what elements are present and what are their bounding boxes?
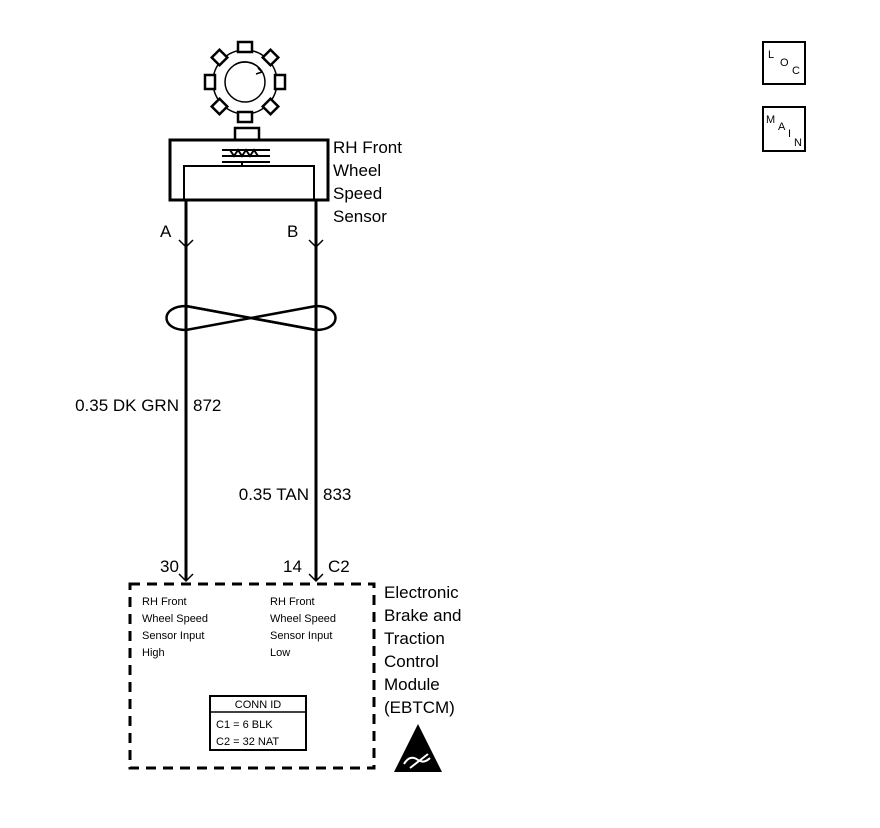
loc-c: C: [792, 65, 800, 77]
connector-c2-label: C2: [328, 557, 350, 576]
connector-id-box: CONN ID C1 = 6 BLK C2 = 32 NAT: [209, 695, 307, 751]
main-a: A: [778, 121, 786, 133]
sensor-pin-a: A: [160, 222, 172, 241]
main-n: N: [794, 137, 802, 149]
sensor-title: RH Front Wheel Speed Sensor: [333, 138, 407, 226]
module-pin-30: 30: [160, 557, 179, 576]
esd-warning-icon: [394, 724, 442, 772]
sensor-coil-icon: [222, 148, 270, 166]
ebtcm-module-boundary: [128, 582, 376, 770]
input-high-label: RH Front Wheel Speed Sensor Input High: [142, 596, 211, 659]
loc-l: L: [768, 49, 774, 61]
input-low-label: RH Front Wheel Speed Sensor Input Low: [270, 596, 339, 659]
main-m: M: [766, 114, 775, 126]
module-pin-14: 14: [283, 557, 302, 576]
wire-872-circuit: 872: [193, 396, 221, 415]
conn-id-title: CONN ID: [235, 699, 282, 711]
twisted-pair-icon: [165, 304, 337, 332]
connector-chevron: [308, 573, 324, 583]
main-button[interactable]: M A I N: [762, 106, 806, 152]
wire-833-color: 0.35 TAN: [239, 485, 309, 504]
connector-chevron: [178, 573, 194, 583]
sensor-pin-b: B: [287, 222, 298, 241]
tone-wheel-icon: [203, 40, 287, 124]
main-i: I: [788, 128, 791, 140]
wire-833-circuit: 833: [323, 485, 351, 504]
wire-872-color: 0.35 DK GRN: [75, 396, 179, 415]
wheel-speed-sensor: [168, 126, 330, 202]
conn-id-row: C1 = 6 BLK: [216, 719, 273, 731]
conn-id-row: C2 = 32 NAT: [216, 736, 279, 748]
loc-button[interactable]: L O C: [762, 41, 806, 85]
module-name: Electronic Brake and Traction Control Mo…: [384, 583, 466, 717]
loc-o: O: [780, 57, 789, 69]
